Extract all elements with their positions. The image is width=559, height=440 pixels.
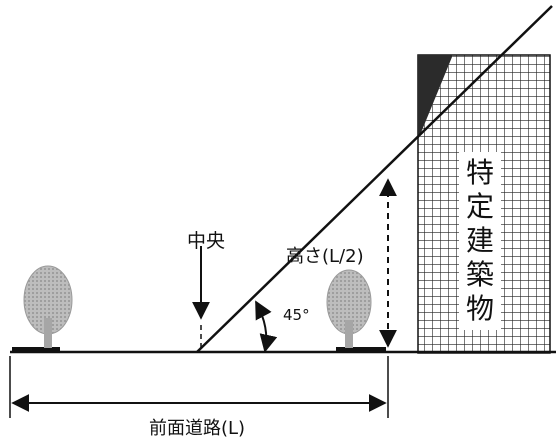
building-char: 特 [465,156,494,189]
building-char: 築 [465,258,494,291]
building-char: 定 [465,190,494,223]
road-edge-left [12,347,60,353]
building-char: 建 [465,224,494,257]
center-label: 中央 [187,230,226,252]
tree-right [326,269,372,348]
tree-left [23,265,73,348]
building-name: 特 定 建 築 物 [459,152,501,330]
height-label: 高さ(L/2) [286,246,364,267]
angle-arc [255,300,278,353]
building-shadow [418,55,452,140]
road-edge-right [336,347,386,353]
building-char: 物 [465,292,494,325]
road-width-label: 前面道路(L) [149,418,246,439]
slant-line-45 [196,5,553,353]
angle-label: 45° [283,306,310,324]
